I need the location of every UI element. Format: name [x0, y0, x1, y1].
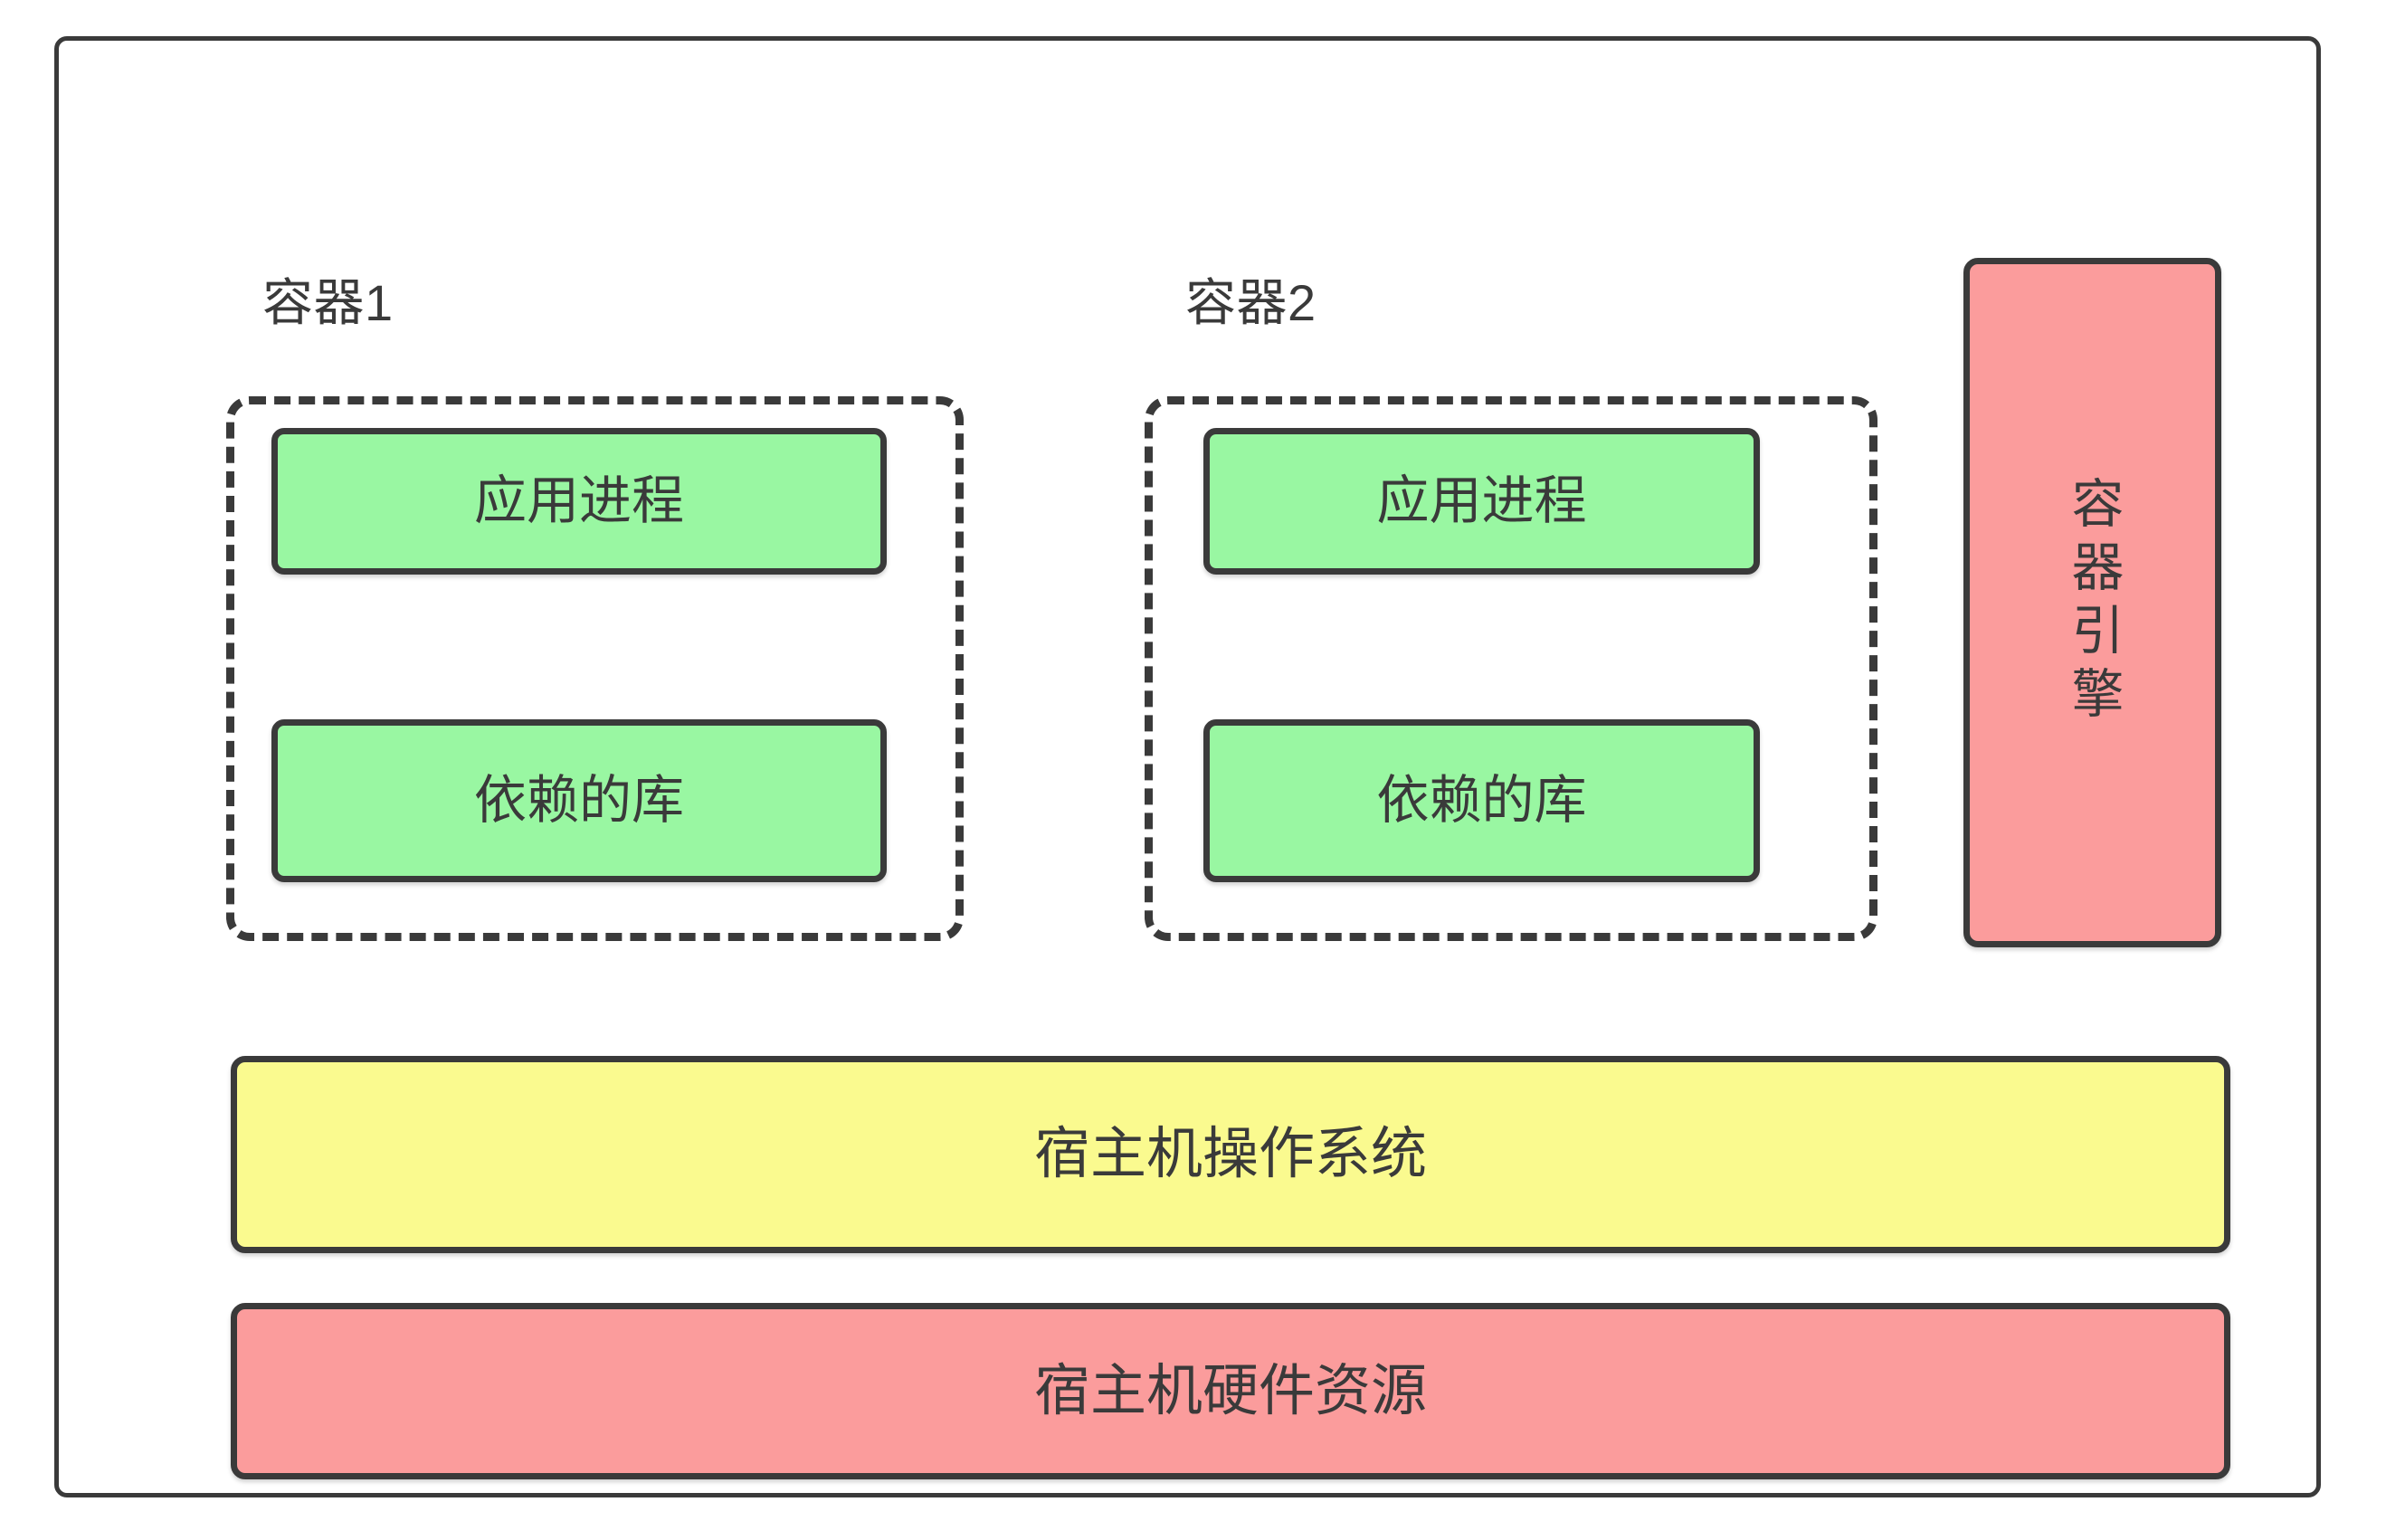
container-2-app-process-label: 应用进程 [1376, 471, 1587, 530]
diagram-outer-frame: 容器1 应用进程 依赖的库 容器2 应用进程 依赖的库 容器引擎 [54, 36, 2321, 1497]
container-engine-label: 容器引擎 [2063, 476, 2123, 729]
host-operating-system-label: 宿主机操作系统 [1033, 1123, 1427, 1186]
container-1-libraries-box: 依赖的库 [271, 719, 887, 882]
container-1-label: 容器1 [262, 274, 394, 331]
container-2-libraries-label: 依赖的库 [1376, 770, 1587, 830]
host-operating-system-box: 宿主机操作系统 [231, 1056, 2230, 1253]
host-hardware-resources-box: 宿主机硬件资源 [231, 1303, 2230, 1479]
container-1-app-process-box: 应用进程 [271, 428, 887, 575]
container-2-libraries-box: 依赖的库 [1203, 719, 1760, 882]
container-1-libraries-label: 依赖的库 [473, 770, 684, 830]
container-1-app-process-label: 应用进程 [473, 471, 684, 530]
container-engine-box: 容器引擎 [1963, 258, 2221, 947]
container-2-app-process-box: 应用进程 [1203, 428, 1760, 575]
host-hardware-resources-label: 宿主机硬件资源 [1033, 1359, 1427, 1422]
container-1-dashed-boundary [226, 396, 964, 941]
container-2-label: 容器2 [1185, 274, 1317, 331]
container-2-dashed-boundary [1145, 396, 1877, 941]
